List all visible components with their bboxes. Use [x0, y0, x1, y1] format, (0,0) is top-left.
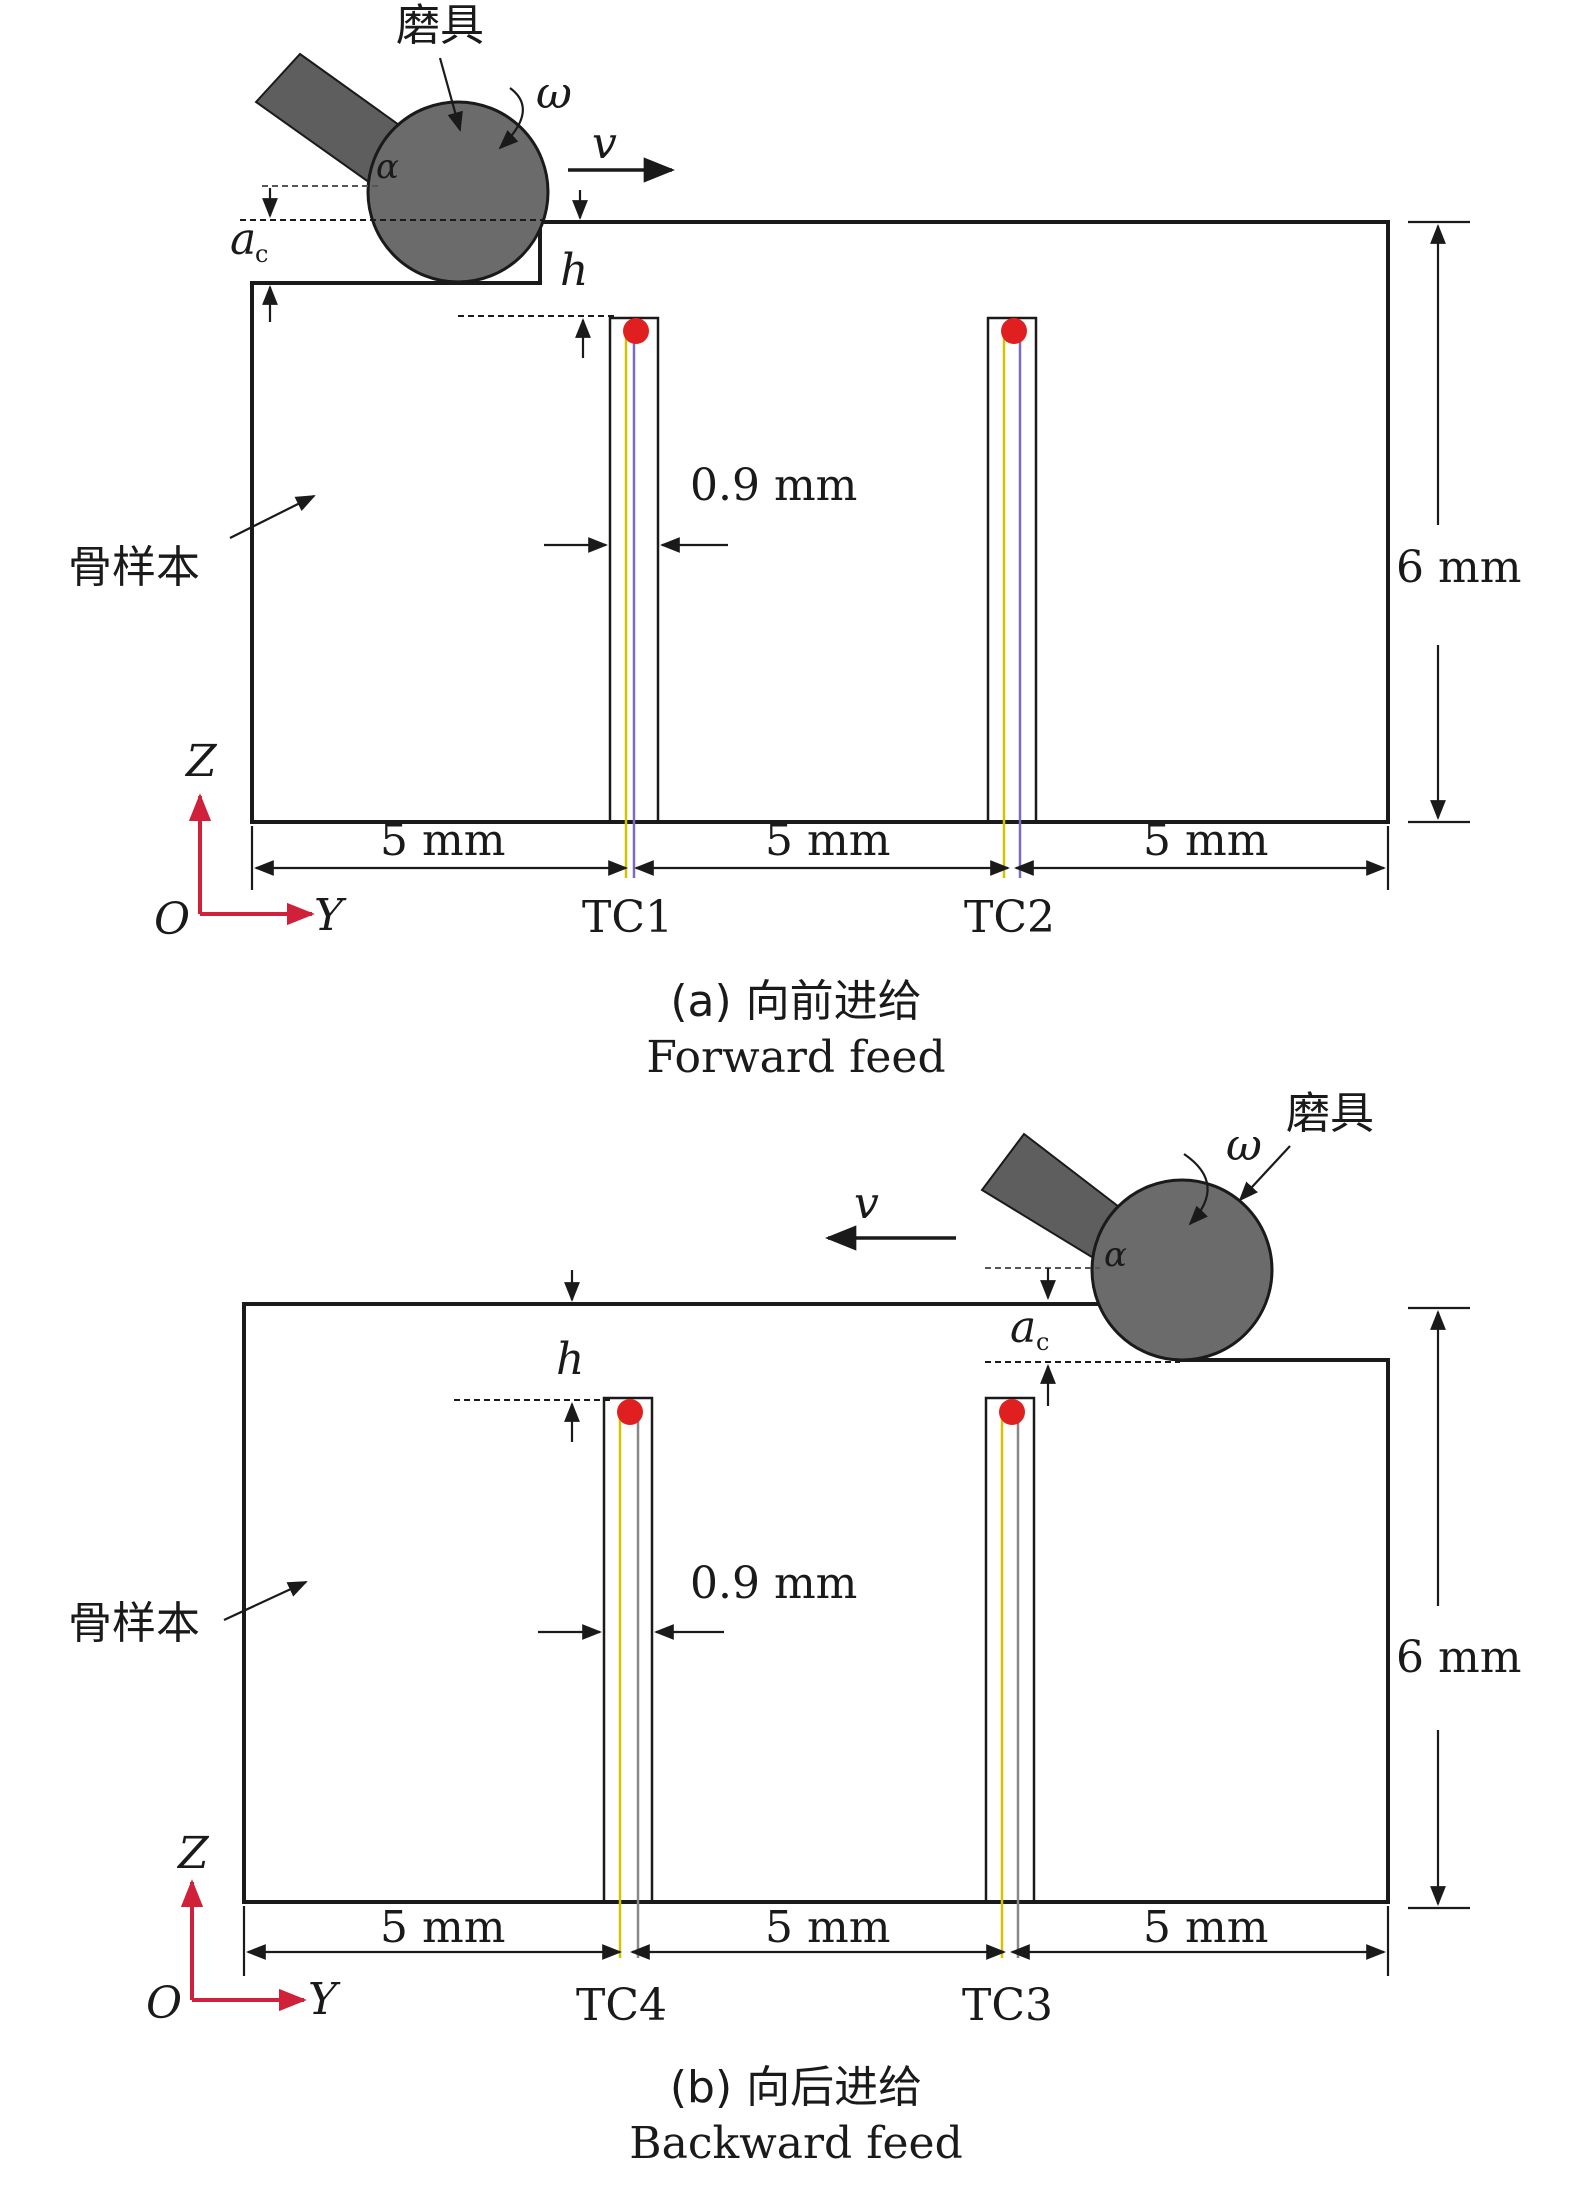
caption-a-en: Forward feed — [646, 1032, 945, 1083]
panel-b: 磨具 ω v α a c h 0.9 mm 骨样本 6 mm 5 mm 5 mm… — [68, 1088, 1521, 2169]
tc4-label: TC4 — [576, 1980, 667, 2031]
axis-z-label: Z — [176, 1828, 210, 1879]
h-label: h — [560, 245, 588, 296]
alpha-label: α — [376, 147, 399, 187]
spacing-right-label: 5 mm — [1143, 815, 1268, 866]
tc3-label: TC3 — [962, 1980, 1053, 2031]
axis-origin-label: O — [154, 894, 190, 945]
depth-label: a — [230, 214, 256, 265]
axis-y-label: Y — [308, 1974, 341, 2025]
hole-width-label: 0.9 mm — [690, 1558, 857, 1609]
tc4-junction-dot — [617, 1399, 643, 1425]
tool-label: 磨具 — [396, 0, 484, 51]
sample-pointer — [229, 495, 316, 539]
alpha-label: α — [1104, 1235, 1127, 1275]
sample-pointer — [223, 1581, 308, 1621]
depth-sub-label: c — [1036, 1328, 1049, 1356]
tc2-label: TC2 — [964, 892, 1055, 943]
spacing-right-label: 5 mm — [1143, 1902, 1268, 1953]
grinding-wheel — [1090, 1178, 1274, 1362]
depth-sub-label: c — [255, 240, 268, 268]
omega-label: ω — [536, 68, 572, 119]
tc3-junction-dot — [999, 1399, 1025, 1425]
panel-a: 磨具 ω v α a c h 0.9 mm 骨样本 6 mm 5 mm 5 mm… — [68, 0, 1521, 1083]
axis-origin-label: O — [146, 1978, 182, 2029]
omega-label: ω — [1226, 1120, 1262, 1171]
sample-label: 骨样本 — [68, 1598, 200, 1649]
tool-label-pointer — [438, 57, 463, 132]
spacing-left-label: 5 mm — [380, 1902, 505, 1953]
tool-label-pointer — [1238, 1145, 1291, 1202]
sample-label: 骨样本 — [68, 542, 200, 593]
depth-label: a — [1010, 1302, 1036, 1353]
tc1-label: TC1 — [582, 892, 673, 943]
caption-b-cn: (b) 向后进给 — [670, 2062, 922, 2113]
caption-a-cn: (a) 向前进给 — [670, 976, 921, 1027]
height-label: 6 mm — [1396, 542, 1521, 593]
spacing-left-label: 5 mm — [380, 815, 505, 866]
caption-b-en: Backward feed — [629, 2118, 962, 2169]
thermocouple-hole-2 — [986, 316, 1038, 824]
axis-y-label: Y — [314, 890, 347, 941]
tc1-junction-dot — [623, 318, 649, 344]
spacing-mid-label: 5 mm — [765, 815, 890, 866]
tc2-junction-dot — [1001, 318, 1027, 344]
rotation-arrow — [1183, 1153, 1209, 1226]
tool-label: 磨具 — [1286, 1088, 1374, 1139]
velocity-label: v — [854, 1178, 879, 1229]
velocity-label: v — [592, 118, 617, 169]
bone-sample-outline — [250, 220, 1390, 824]
hole-width-label: 0.9 mm — [690, 460, 857, 511]
axis-z-label: Z — [184, 736, 218, 787]
h-label: h — [556, 1334, 584, 1385]
spacing-mid-label: 5 mm — [765, 1902, 890, 1953]
rotation-arrow — [498, 87, 524, 150]
grinding-wheel — [366, 100, 550, 284]
thermocouple-hole-4 — [602, 1396, 654, 1904]
thermocouple-hole-3 — [984, 1396, 1036, 1904]
height-label: 6 mm — [1396, 1632, 1521, 1683]
